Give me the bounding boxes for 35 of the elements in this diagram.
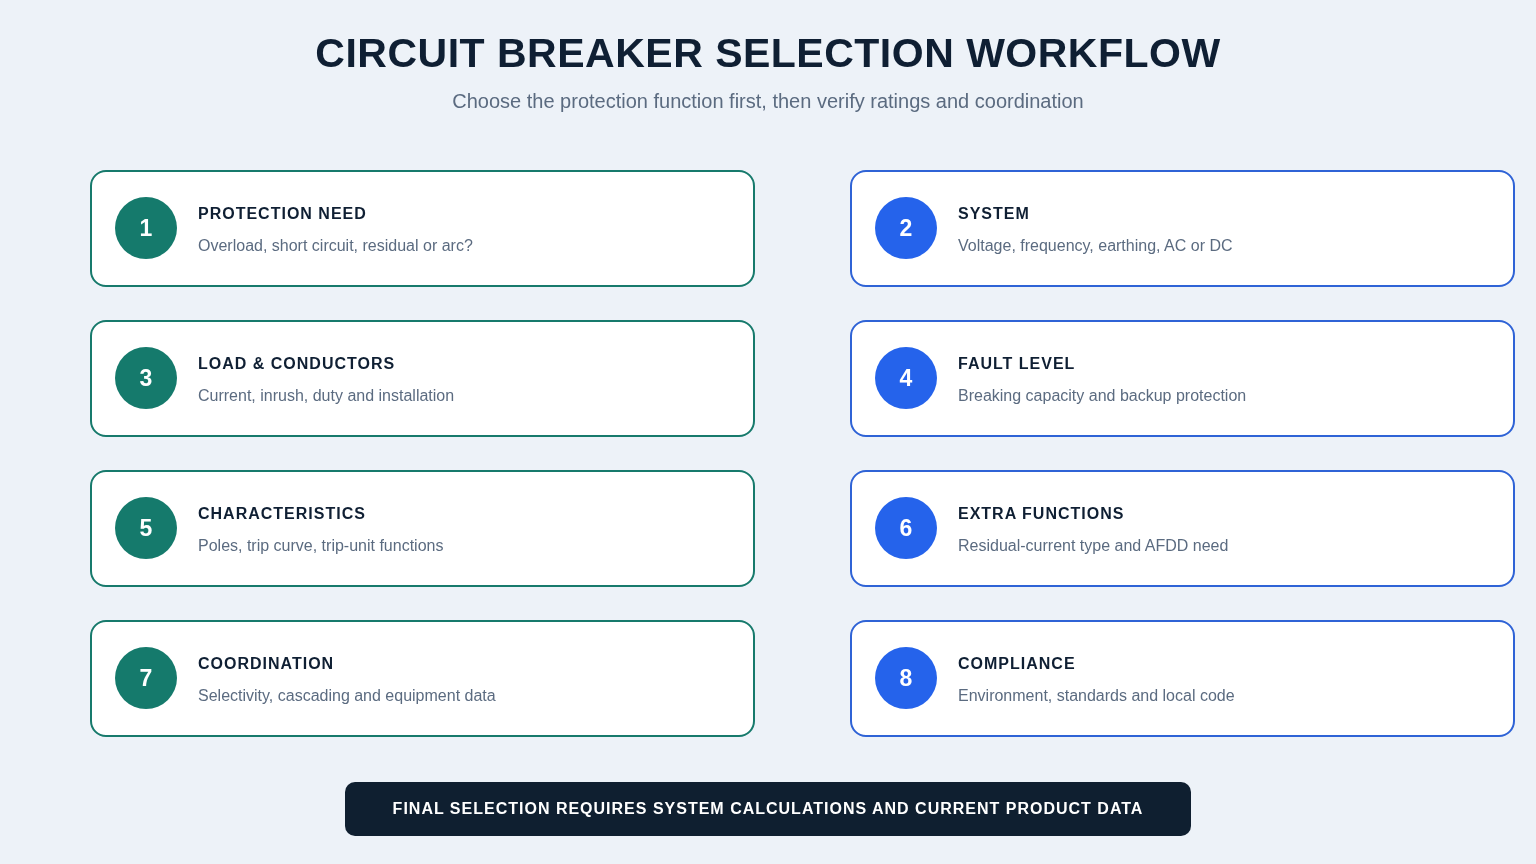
step-heading: SYSTEM — [958, 204, 1030, 224]
step-description: Poles, trip curve, trip-unit functions — [198, 536, 444, 556]
step-heading: COMPLIANCE — [958, 654, 1076, 674]
step-number-badge: 2 — [875, 197, 937, 259]
step-description: Current, inrush, duty and installation — [198, 386, 455, 406]
step-card — [850, 320, 1515, 437]
subtitle: Choose the protection function first, then verify ratings and coordination — [452, 89, 1084, 114]
step-heading: CHARACTERISTICS — [198, 504, 366, 524]
step-heading: PROTECTION NEED — [198, 204, 367, 224]
step-card — [90, 470, 755, 587]
step-heading: LOAD & CONDUCTORS — [198, 354, 396, 374]
step-description: Selectivity, cascading and equipment data — [198, 686, 496, 706]
step-number-badge: 6 — [875, 497, 937, 559]
step-number-badge: 3 — [115, 347, 177, 409]
step-number-badge: 4 — [875, 347, 937, 409]
step-card — [850, 620, 1515, 737]
step-description: Residual-current type and AFDD need — [958, 536, 1229, 556]
page-title: CIRCUIT BREAKER SELECTION WORKFLOW — [315, 29, 1221, 78]
step-number-badge: 1 — [115, 197, 177, 259]
step-description: Voltage, frequency, earthing, AC or DC — [958, 236, 1233, 256]
step-card — [850, 170, 1515, 287]
step-description: Breaking capacity and backup protection — [958, 386, 1247, 406]
step-card — [90, 620, 755, 737]
note-banner: FINAL SELECTION REQUIRES SYSTEM CALCULATIONS AND CURRENT PRODUCT DATA — [345, 782, 1191, 836]
step-description: Environment, standards and local code — [958, 686, 1235, 706]
step-card — [850, 470, 1515, 587]
step-card — [90, 320, 755, 437]
step-heading: COORDINATION — [198, 654, 335, 674]
step-heading: EXTRA FUNCTIONS — [958, 504, 1125, 524]
step-number-badge: 8 — [875, 647, 937, 709]
step-number-badge: 5 — [115, 497, 177, 559]
step-card — [90, 170, 755, 287]
step-description: Overload, short circuit, residual or arc? — [198, 236, 473, 256]
step-heading: FAULT LEVEL — [958, 354, 1076, 374]
step-number-badge: 7 — [115, 647, 177, 709]
